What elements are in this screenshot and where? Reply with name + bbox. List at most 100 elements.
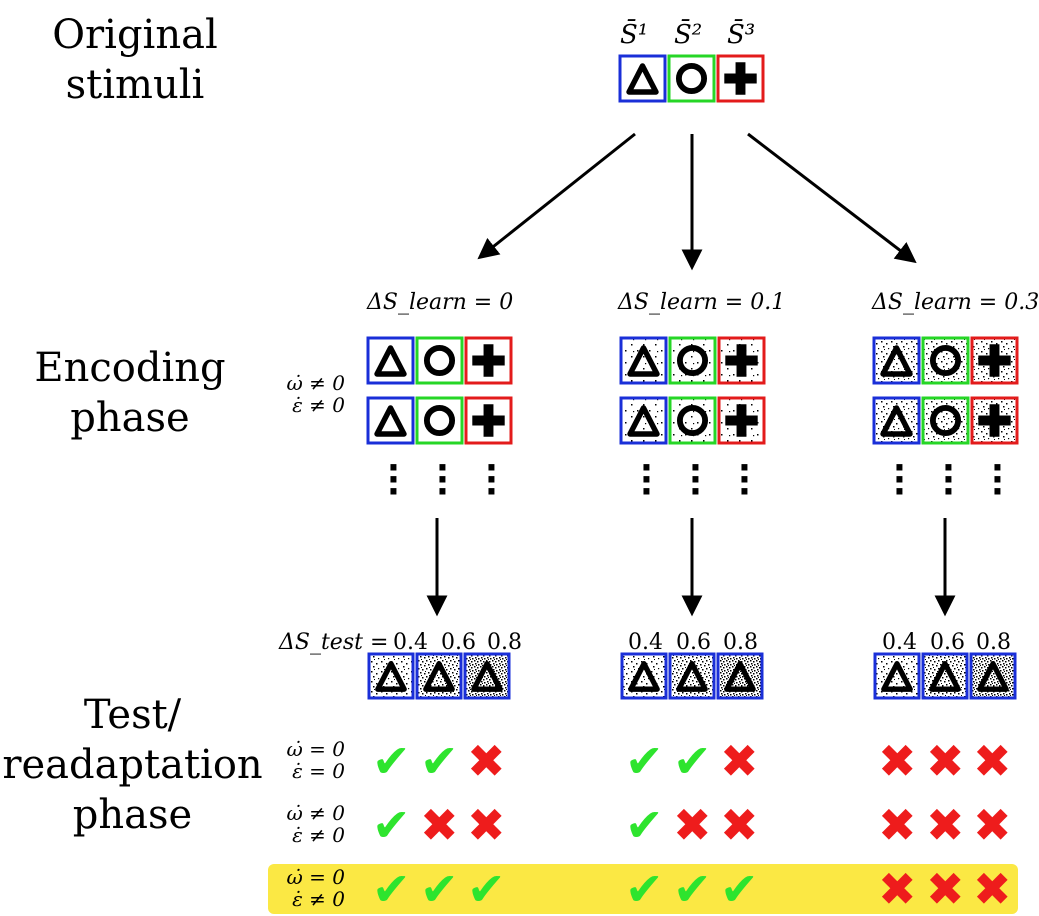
test-value-3-2: 0.8	[976, 630, 1011, 655]
test-label-prefix: ΔS_test =	[279, 630, 389, 655]
box-border	[464, 396, 513, 445]
cross-icon: ✖	[973, 862, 1012, 916]
box-border	[366, 396, 415, 445]
box-border	[872, 336, 921, 385]
test-box-1-1	[367, 652, 415, 700]
condition-row-1: ω̇ = 0 ε̇ = 0	[255, 738, 345, 782]
test-value-2-1: 0.6	[676, 630, 711, 655]
plus-shape	[472, 404, 505, 437]
test-phase-label: Test/ readaptation phase	[0, 690, 265, 840]
box-border	[619, 396, 668, 445]
stimulus-label-3: S̄³	[727, 20, 756, 50]
box-background	[670, 338, 715, 383]
check-icon: ✔	[372, 862, 411, 916]
plus-shape	[724, 62, 757, 95]
box-border	[872, 396, 921, 445]
encoding-box-2-2-2	[668, 396, 717, 445]
cross-icon: ✖	[926, 862, 965, 916]
test-value-3-1: 0.6	[930, 630, 965, 655]
box-border	[618, 54, 667, 103]
box-background	[923, 398, 968, 443]
plus-shape	[978, 344, 1011, 377]
box-border	[366, 336, 415, 385]
triangle-shape	[374, 405, 407, 437]
encoding-epsilon: ε̇ ≠ 0	[292, 393, 345, 417]
test-line1: Test/	[83, 692, 182, 738]
encoding-line1: Encoding	[34, 345, 226, 391]
encoding-box-2-1-1	[619, 336, 668, 385]
test-line3: phase	[72, 792, 193, 838]
box-background	[670, 398, 715, 443]
triangle-shape	[627, 405, 660, 437]
condition-1-epsilon: ε̇ = 0	[292, 759, 345, 783]
check-icon: ✔	[673, 862, 712, 916]
circle-shape	[676, 344, 709, 377]
cross-icon: ✖	[926, 734, 965, 788]
encoding-box-2-2-1	[619, 396, 668, 445]
check-icon: ✔	[625, 798, 664, 852]
stimulus-label-1: S̄¹	[620, 20, 649, 50]
cross-icon: ✖	[878, 798, 917, 852]
triangle-shape	[628, 661, 660, 692]
box-border	[970, 336, 1019, 385]
triangle-shape	[471, 661, 503, 692]
cross-icon: ✖	[973, 798, 1012, 852]
box-border	[415, 336, 464, 385]
cross-icon: ✖	[673, 798, 712, 852]
triangle-shape	[375, 661, 407, 692]
test-box-3-3	[969, 652, 1017, 700]
check-icon: ✔	[372, 798, 411, 852]
box-border	[970, 396, 1019, 445]
circle-shape	[929, 344, 962, 377]
triangle-shape	[423, 661, 455, 692]
triangle-shape	[977, 661, 1009, 692]
encoding-box-3-2-3	[970, 396, 1019, 445]
box-border	[620, 652, 668, 700]
box-border	[717, 336, 766, 385]
check-icon: ✔	[420, 734, 459, 788]
circle-shape	[675, 62, 708, 95]
condition-row-2: ω̇ ≠ 0 ε̇ ≠ 0	[255, 802, 345, 846]
original-stimulus-box-3	[716, 54, 765, 103]
triangle-shape	[626, 63, 659, 95]
learn-label-2: ΔS_learn = 0.3	[872, 290, 1039, 315]
test-value-2-2: 0.8	[723, 630, 758, 655]
triangle-shape	[676, 661, 708, 692]
cross-icon: ✖	[720, 734, 759, 788]
test-value-2-0: 0.4	[628, 630, 663, 655]
plus-shape	[725, 404, 758, 437]
box-border	[969, 652, 1017, 700]
check-icon: ✔	[372, 734, 411, 788]
test-box-2-2	[668, 652, 716, 700]
encoding-phase-label: Encoding phase	[20, 343, 240, 443]
check-icon: ✔	[673, 734, 712, 788]
triangle-shape	[929, 661, 961, 692]
circle-shape	[423, 344, 456, 377]
triangle-shape	[724, 661, 756, 692]
test-line2: readaptation	[2, 742, 263, 788]
triangle-shape	[374, 345, 407, 377]
cross-icon: ✖	[926, 798, 965, 852]
encoding-box-3-2-1	[872, 396, 921, 445]
condition-2-epsilon: ε̇ ≠ 0	[292, 823, 345, 847]
box-border	[668, 652, 716, 700]
vdots-1-3: ···	[485, 448, 498, 512]
original-stimuli-label: Original stimuli	[30, 10, 240, 110]
test-value-1-1: 0.6	[441, 630, 476, 655]
check-icon: ✔	[467, 862, 506, 916]
plus-shape	[725, 344, 758, 377]
learn-label-0: ΔS_learn = 0	[367, 290, 514, 315]
box-border	[717, 396, 766, 445]
encoding-box-1-2-1	[366, 396, 415, 445]
cross-icon: ✖	[878, 862, 917, 916]
box-background	[417, 338, 462, 383]
cross-icon: ✖	[720, 798, 759, 852]
test-box-2-1	[620, 652, 668, 700]
arrow-to-learn-0	[477, 132, 636, 260]
box-border	[464, 336, 513, 385]
highlight-band	[268, 864, 1018, 914]
test-box-2-3	[716, 652, 764, 700]
check-icon: ✔	[625, 862, 664, 916]
triangle-shape	[880, 405, 913, 437]
